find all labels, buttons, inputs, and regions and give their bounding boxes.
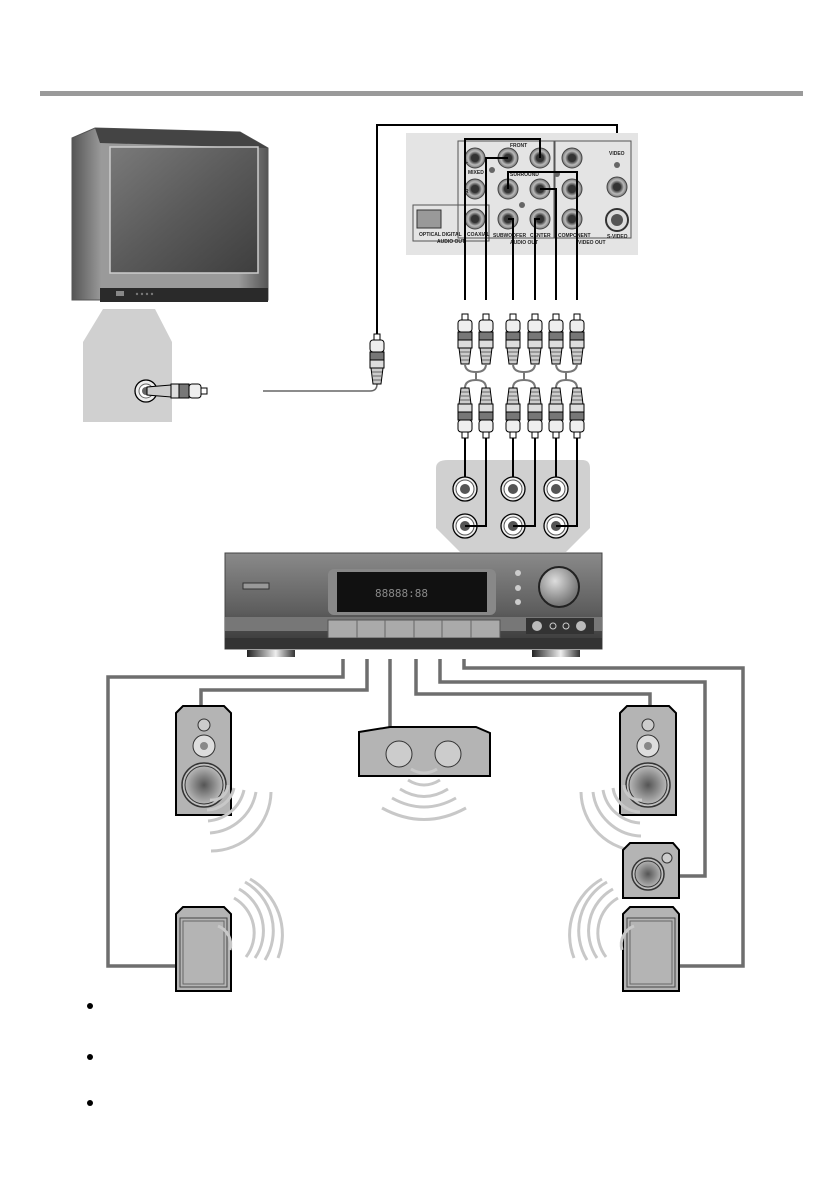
rca-plugs-upper [457,313,585,365]
receiver-display [337,572,487,612]
label-r: R [465,189,469,195]
speaker-surround-right [622,906,680,992]
rca-plugs-lower [458,388,584,438]
bullet-3 [87,1100,93,1106]
cable-joins [464,363,578,389]
speaker-front-left [175,705,232,816]
receiver-foot-right [532,650,580,657]
header-rule [40,91,803,96]
television [71,127,269,422]
sound-waves-surround-left [217,877,284,961]
bullet-2 [87,1054,93,1060]
label-s-video: S-VIDEO [607,234,628,240]
label-l: L [465,159,468,165]
label-subwoofer: SUBWOOFER [493,233,526,239]
tv-screen [109,146,259,274]
label-mixed: MIXED [468,170,484,176]
label-digital-audio-out: AUDIO OUT [437,239,465,245]
speaker-front-right [619,705,677,816]
label-digital: DIGITAL [442,232,462,238]
optical-port [416,209,442,229]
sound-waves-center [381,778,467,821]
sound-waves-front-left [206,784,273,853]
receiver-foot-left [247,650,295,657]
label-audio-out: AUDIO OUT [510,240,538,246]
subwoofer [622,842,680,899]
volume-knob [538,566,580,608]
label-coaxial: COAXIAL [467,232,490,238]
audio-cables [464,138,578,300]
speaker-wires [106,659,745,968]
label-front: FRONT [510,143,527,149]
speaker-surround-left [175,906,232,992]
av-receiver: 88888:88 [224,552,603,657]
receiver-input-callout [436,438,590,552]
label-video-out: VIDEO OUT [578,240,606,246]
sound-waves-surround-right [568,877,635,961]
receiver-display-text: 88888:88 [375,587,428,600]
label-center: CENTER [530,233,551,239]
label-surround: SURROUND [510,172,539,178]
label-component: COMPONENT [558,233,591,239]
dvd-back-panel: FRONT L R MIXED SURROUND VIDEO OPTICAL D… [406,133,638,255]
label-video: VIDEO [609,151,625,157]
tv-jack-callout [83,309,172,422]
bullet-1 [87,1003,93,1009]
speaker-center [358,726,491,777]
label-optical: OPTICAL [419,232,441,238]
